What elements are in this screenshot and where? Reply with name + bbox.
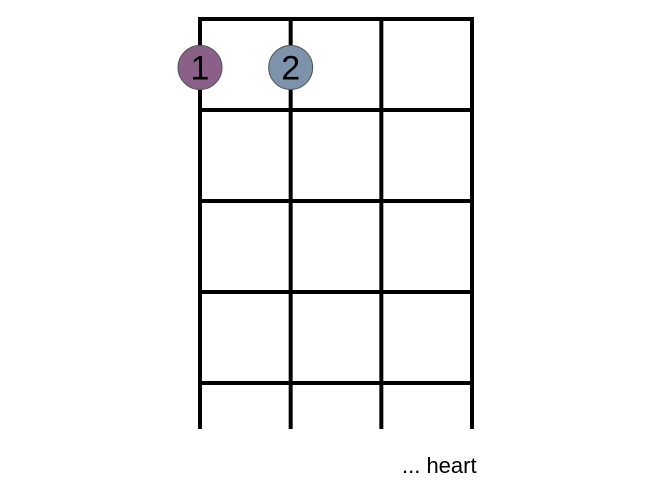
finger-marker-label: 1 <box>191 50 210 88</box>
caption-text: ... heart <box>402 453 477 478</box>
frets <box>198 17 474 385</box>
finger-marker-label: 2 <box>281 50 300 88</box>
finger-marker-circle <box>177 45 223 90</box>
finger-marker-1: 1 <box>177 45 223 90</box>
finger-marker-2: 2 <box>268 45 314 90</box>
strings <box>198 17 474 429</box>
finger-marker-circle <box>268 45 314 90</box>
